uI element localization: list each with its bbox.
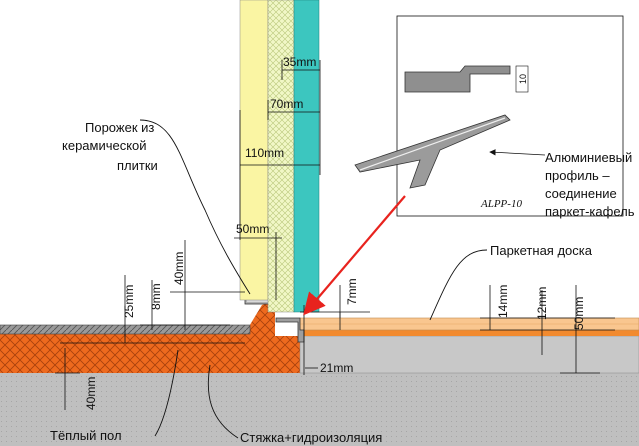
profile-label-line3: соединение <box>545 186 617 201</box>
screed-leader <box>207 364 239 439</box>
threshold-width-dim <box>234 232 282 300</box>
threshold-label-line3: плитки <box>117 158 158 173</box>
dim-7: 7mm <box>345 278 359 305</box>
dim-35: 35mm <box>283 55 316 69</box>
profile-label-line4: паркет-кафель <box>545 204 635 219</box>
dim-12: 12mm <box>535 287 549 320</box>
dim-8: 8mm <box>149 283 163 310</box>
dim-40-left: 40mm <box>172 252 186 285</box>
wall-teal-layer <box>293 0 320 313</box>
profile-inset-frame <box>396 15 624 217</box>
threshold-leader <box>139 119 251 295</box>
dim-25: 25mm <box>122 285 136 318</box>
parquet-label: Паркетная доска <box>490 243 593 258</box>
profile-3d-highlight <box>359 117 506 171</box>
wall-dimensions <box>239 60 321 240</box>
dim-40-bottom: 40mm <box>84 377 98 410</box>
wall-mesh-layer <box>267 0 295 313</box>
profile-label-line1: Алюминиевый <box>545 150 632 165</box>
threshold-label-line1: Порожек из <box>85 120 154 135</box>
screed-label: Стяжка+гидроизоляция <box>240 430 382 445</box>
dim-50-top: 50mm <box>236 222 269 236</box>
dim-14: 14mm <box>496 285 510 318</box>
profile-section <box>404 65 511 93</box>
dim-110: 110mm <box>245 146 284 160</box>
warm-floor-leader <box>154 349 179 437</box>
profile-code: ALPP-10 <box>480 198 522 210</box>
warm-floor-label: Тёплый пол <box>50 428 122 443</box>
dim-21: 21mm <box>320 361 353 375</box>
warm-floor-screed <box>0 343 305 373</box>
right-dimensions <box>480 285 615 374</box>
dim-50-right: 50mm <box>572 297 586 330</box>
left-dimensions <box>55 240 245 410</box>
parquet-leader <box>429 249 488 321</box>
dim-70: 70mm <box>270 97 303 111</box>
profile-location-arrow <box>303 195 406 316</box>
threshold-label-line2: керамической <box>62 138 147 153</box>
profile-height-box <box>515 65 529 93</box>
profile-3d <box>354 114 511 189</box>
underlay <box>300 330 639 336</box>
profile-label-line2: профиль – <box>545 168 610 183</box>
profile-height: 10 <box>518 74 528 84</box>
concrete-slab <box>0 373 639 446</box>
profile-leader <box>489 149 546 156</box>
